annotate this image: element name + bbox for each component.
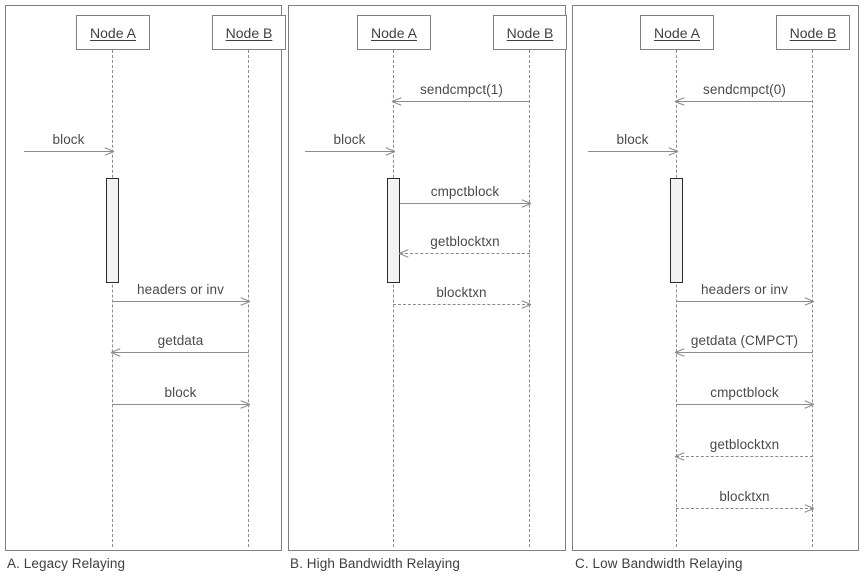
message-line: [112, 352, 249, 353]
message-label: blocktxn: [436, 285, 487, 300]
message-label: cmpctblock: [710, 385, 779, 400]
participant-node-a: Node A: [640, 15, 714, 50]
message-line: [305, 151, 394, 152]
message-line: [112, 404, 249, 405]
message-label: block: [616, 132, 649, 147]
message-line: [676, 352, 813, 353]
lifeline-node-a: [676, 50, 677, 547]
message-line: [676, 404, 813, 405]
message-label: headers or inv: [137, 282, 224, 297]
lifeline-node-a: [393, 50, 394, 547]
message-label: getblocktxn: [709, 437, 780, 452]
message-line: [112, 301, 249, 302]
message-label: cmpctblock: [430, 184, 500, 199]
message-line: [676, 301, 813, 302]
message-label: sendcmpct(1): [420, 82, 503, 97]
arrowhead-right-icon: [240, 296, 250, 306]
participant-node-b: Node B: [776, 15, 850, 50]
activation-bar-node-a: [387, 178, 400, 283]
caption-panel-a: A. Legacy Relaying: [7, 556, 126, 571]
participant-node-b-label: Node B: [225, 24, 273, 41]
arrowhead-left-icon: [675, 96, 685, 106]
arrowhead-right-icon: [385, 146, 395, 156]
arrowhead-right-icon: [521, 299, 531, 309]
arrowhead-left-icon: [675, 451, 685, 461]
message-label: sendcmpct(0): [703, 82, 786, 97]
participant-node-b: Node B: [493, 15, 567, 50]
message-line: [400, 253, 530, 254]
message-line: [676, 456, 813, 457]
participant-node-b-label: Node B: [506, 24, 554, 41]
caption-panel-c: C. Low Bandwidth Relaying: [575, 556, 743, 571]
message-label: block: [333, 132, 366, 147]
arrowhead-right-icon: [240, 399, 250, 409]
participant-node-a-label: Node A: [90, 24, 136, 41]
participant-node-b-label: Node B: [789, 24, 837, 41]
message-label: getdata (CMPCT): [690, 333, 799, 348]
panel-high-bandwidth-relaying: Node A Node B sendcmpct(1) block cmpctbl…: [288, 5, 567, 551]
message-label: getblocktxn: [430, 234, 500, 249]
message-line: [400, 203, 530, 204]
participant-node-a: Node A: [76, 15, 150, 50]
message-label: block: [52, 132, 85, 147]
arrowhead-left-icon: [111, 347, 121, 357]
message-label: blocktxn: [719, 489, 770, 504]
arrowhead-right-icon: [104, 146, 114, 156]
panel-legacy-relaying: Node A Node B block headers or inv getda…: [5, 5, 286, 551]
activation-bar-node-a: [106, 178, 119, 283]
panel-low-bandwidth-relaying: Node A Node B sendcmpct(0) block headers…: [572, 5, 859, 551]
message-line: [393, 304, 530, 305]
participant-node-a-label: Node A: [371, 24, 417, 41]
participant-node-a: Node A: [357, 15, 431, 50]
message-label: block: [164, 385, 197, 400]
message-line: [24, 151, 113, 152]
arrowhead-right-icon: [804, 296, 814, 306]
participant-node-a-label: Node A: [654, 24, 700, 41]
message-line: [676, 101, 813, 102]
arrowhead-right-icon: [668, 146, 678, 156]
lifeline-node-a: [112, 50, 113, 547]
message-label: headers or inv: [701, 282, 788, 297]
arrowhead-left-icon: [675, 347, 685, 357]
arrowhead-right-icon: [804, 399, 814, 409]
caption-panel-b: B. High Bandwidth Relaying: [290, 556, 460, 571]
message-label: getdata: [157, 333, 204, 348]
message-line: [588, 151, 677, 152]
participant-node-b: Node B: [212, 15, 286, 50]
arrowhead-right-icon: [521, 198, 531, 208]
message-line: [676, 508, 813, 509]
activation-bar-node-a: [670, 178, 683, 283]
arrowhead-left-icon: [392, 96, 402, 106]
arrowhead-left-icon: [399, 248, 409, 258]
arrowhead-right-icon: [804, 503, 814, 513]
message-line: [393, 101, 530, 102]
